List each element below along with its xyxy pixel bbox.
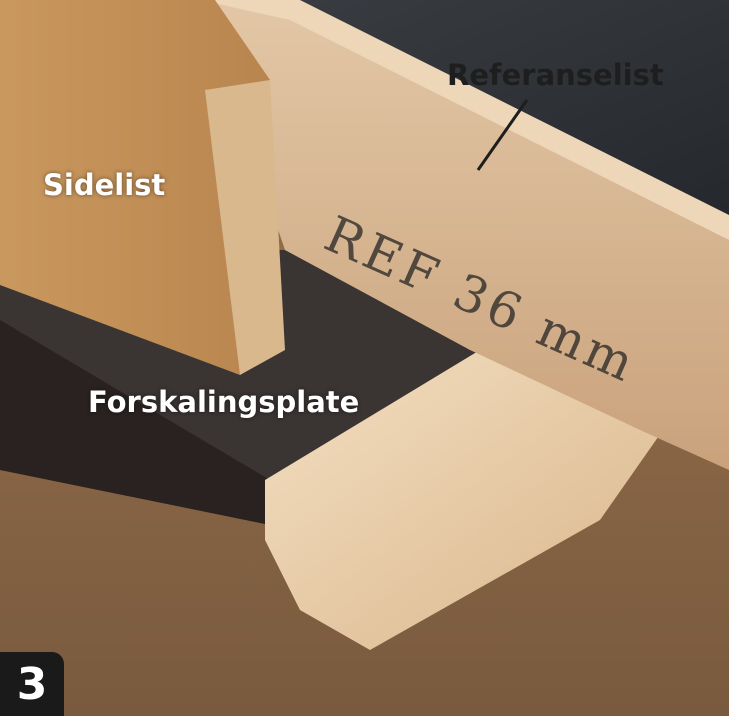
- reference-strip: [200, 0, 729, 470]
- pine-quarter-round: [265, 350, 670, 650]
- side-strip: [0, 0, 270, 375]
- label-formwork-plate: Forskalingsplate: [88, 385, 360, 419]
- leader-line: [476, 99, 529, 171]
- label-reference-strip: Referanselist: [447, 58, 664, 92]
- step-number-badge: 3: [0, 652, 64, 716]
- side-strip-edge: [205, 80, 285, 375]
- dark-background: [150, 0, 729, 230]
- label-side-strip: Sidelist: [43, 168, 166, 202]
- formwork-plate-edge: [0, 320, 270, 525]
